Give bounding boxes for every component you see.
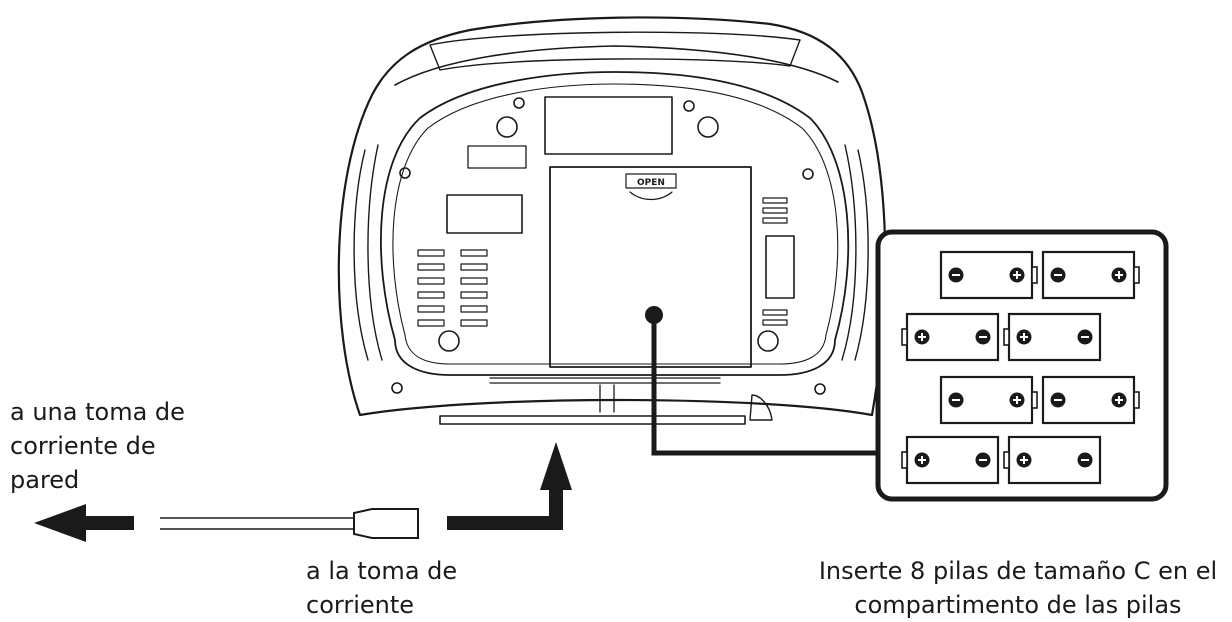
positive-terminal-icon <box>1009 267 1025 283</box>
connector-plate-left <box>446 194 523 234</box>
device-outer-shell <box>337 16 887 417</box>
wall-outlet-label-line: a una toma de <box>10 398 185 426</box>
negative-terminal-icon <box>948 267 964 283</box>
battery-door <box>549 166 752 368</box>
positive-terminal-icon <box>914 329 930 345</box>
battery-pointer-line <box>651 315 878 456</box>
wall-outlet-label-line: pared <box>10 466 80 494</box>
battery-instruction-line: Inserte 8 pilas de tamaño C en el <box>818 557 1218 585</box>
battery-instruction-line: compartimento de las pilas <box>854 591 1182 619</box>
positive-terminal-icon <box>914 452 930 468</box>
battery-cell <box>901 312 1000 362</box>
vent-slots-right <box>762 197 788 326</box>
battery-cell <box>1003 435 1102 485</box>
power-socket-label-line: a la toma de <box>306 557 458 585</box>
battery-cell <box>939 250 1038 300</box>
vent-slots-left <box>417 249 488 327</box>
device-back-panel-inner <box>392 83 839 365</box>
battery-cell <box>939 375 1038 425</box>
device-foot-right <box>749 394 773 421</box>
negative-terminal-icon <box>1050 392 1066 408</box>
battery-door-tab <box>629 191 673 201</box>
negative-terminal-icon <box>948 392 964 408</box>
negative-terminal-icon <box>975 452 991 468</box>
negative-terminal-icon <box>1077 452 1093 468</box>
power-plug <box>353 508 419 539</box>
arrow-to-device <box>447 442 572 530</box>
power-socket-label-line: corriente <box>306 591 415 619</box>
device-back-panel <box>380 71 850 376</box>
wall-outlet-label: a una toma de corriente de pared <box>10 395 185 497</box>
wall-outlet-label-line: corriente de <box>10 432 156 460</box>
left-side-grille <box>353 144 383 361</box>
battery-cell <box>1003 312 1102 362</box>
battery-cell <box>1041 250 1140 300</box>
battery-door-latch <box>625 173 677 189</box>
device-bottom-trim <box>489 377 721 413</box>
battery-instruction-label: Inserte 8 pilas de tamaño C en el compar… <box>802 554 1232 622</box>
positive-terminal-icon <box>1009 392 1025 408</box>
label-plate <box>544 96 673 155</box>
battery-cell <box>901 435 1000 485</box>
connector-plate-right <box>765 235 795 299</box>
arrow-to-wall-outlet <box>34 504 134 542</box>
screw-holes <box>391 97 826 395</box>
device-top-band <box>394 45 839 86</box>
power-cord <box>160 508 419 539</box>
small-plate-left <box>467 145 527 169</box>
device-top-panel <box>429 31 801 71</box>
positive-terminal-icon <box>1016 329 1032 345</box>
positive-terminal-icon <box>1111 392 1127 408</box>
negative-terminal-icon <box>1050 267 1066 283</box>
power-socket-label: a la toma de corriente <box>306 554 457 622</box>
battery-door-open-label: OPEN <box>637 178 665 188</box>
device-bottom-rail <box>439 415 746 425</box>
positive-terminal-icon <box>1016 452 1032 468</box>
negative-terminal-icon <box>975 329 991 345</box>
negative-terminal-icon <box>1077 329 1093 345</box>
battery-layer <box>901 250 1140 485</box>
battery-cell <box>1041 375 1140 425</box>
positive-terminal-icon <box>1111 267 1127 283</box>
right-side-grille <box>841 144 869 361</box>
